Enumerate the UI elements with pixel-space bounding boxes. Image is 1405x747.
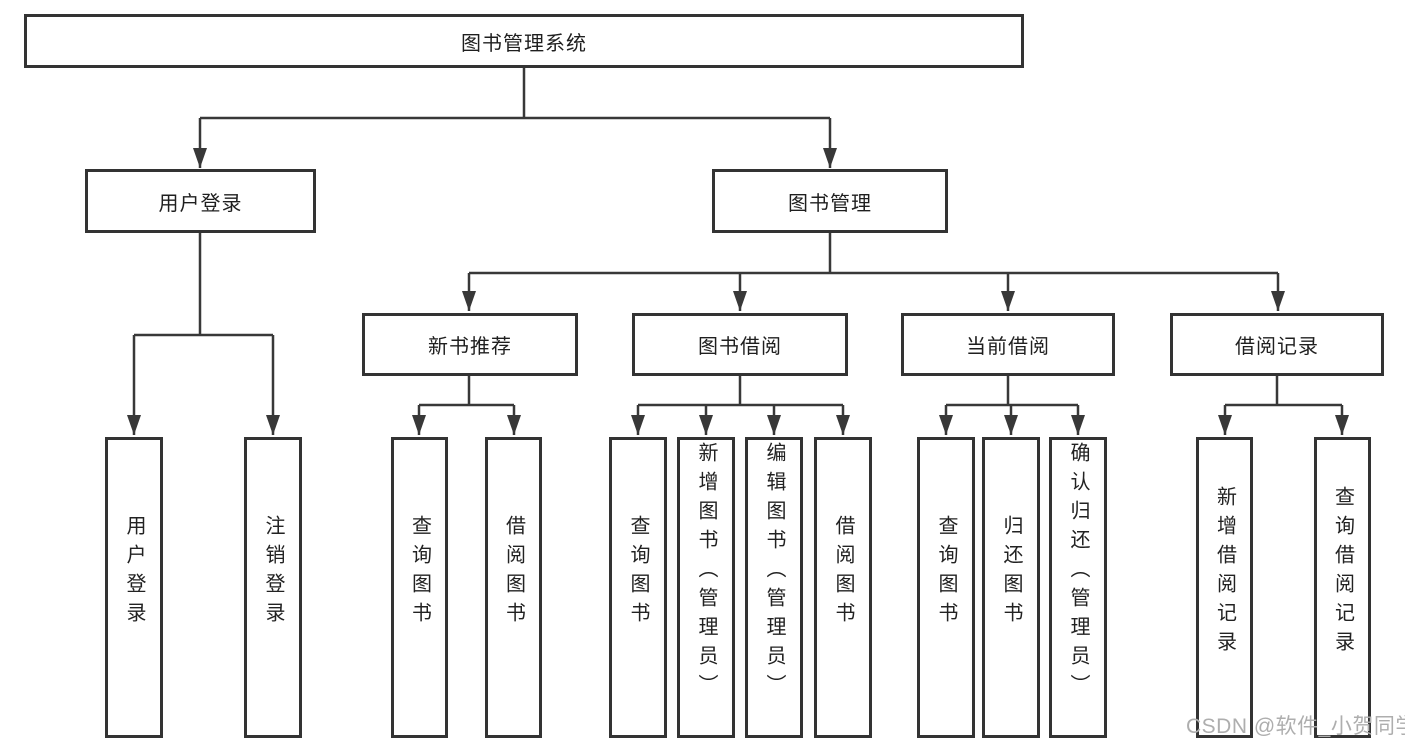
node-book-management: 图书管理 — [712, 169, 948, 233]
node-query-books-current: 查询图书 — [917, 437, 975, 738]
node-confirm-return-admin-label: 确认归还（管理员） — [1067, 442, 1089, 703]
node-add-borrow-record-label: 新增借阅记录 — [1213, 485, 1236, 660]
node-edit-books-admin-label: 编辑图书（管理员） — [763, 442, 785, 703]
node-user-login-leaf-label: 用户登录 — [123, 514, 145, 631]
node-query-borrow-record-label: 查询借阅记录 — [1331, 485, 1354, 660]
node-current-borrowing-label: 当前借阅 — [966, 336, 1050, 358]
csdn-watermark: CSDN @软件_小贺同学 — [1186, 715, 1405, 738]
node-book-borrowing-label: 图书借阅 — [698, 336, 782, 358]
node-borrow-books-recommend-label: 借阅图书 — [502, 514, 525, 631]
node-query-books-borrowing: 查询图书 — [609, 437, 667, 738]
node-borrow-records: 借阅记录 — [1170, 313, 1384, 376]
node-query-books-recommend: 查询图书 — [391, 437, 448, 738]
node-confirm-return-admin: 确认归还（管理员） — [1049, 437, 1107, 738]
node-query-books-recommend-label: 查询图书 — [408, 514, 431, 631]
node-user-login-leaf: 用户登录 — [105, 437, 163, 738]
node-borrow-records-label: 借阅记录 — [1235, 336, 1319, 358]
node-logout-leaf: 注销登录 — [244, 437, 302, 738]
node-logout-leaf-label: 注销登录 — [262, 514, 284, 631]
node-return-books: 归还图书 — [982, 437, 1040, 738]
node-new-book-recommend: 新书推荐 — [362, 313, 578, 376]
node-library-system-label: 图书管理系统 — [461, 32, 587, 55]
node-edit-books-admin: 编辑图书（管理员） — [745, 437, 803, 738]
node-book-management-label: 图书管理 — [788, 192, 872, 215]
node-borrow-books-recommend: 借阅图书 — [485, 437, 542, 738]
node-book-borrowing: 图书借阅 — [632, 313, 848, 376]
node-add-books-admin: 新增图书（管理员） — [677, 437, 735, 738]
node-borrow-books-leaf-label: 借阅图书 — [832, 514, 854, 631]
node-return-books-label: 归还图书 — [1000, 514, 1022, 631]
node-add-books-admin-label: 新增图书（管理员） — [695, 442, 717, 703]
node-query-books-borrowing-label: 查询图书 — [627, 514, 649, 631]
node-library-system: 图书管理系统 — [24, 14, 1024, 68]
node-current-borrowing: 当前借阅 — [901, 313, 1115, 376]
node-new-book-recommend-label: 新书推荐 — [428, 336, 512, 358]
node-add-borrow-record: 新增借阅记录 — [1196, 437, 1253, 738]
node-borrow-books-leaf: 借阅图书 — [814, 437, 872, 738]
node-user-login-label: 用户登录 — [158, 192, 243, 215]
node-query-borrow-record: 查询借阅记录 — [1314, 437, 1371, 738]
node-user-login: 用户登录 — [85, 169, 316, 233]
node-query-books-current-label: 查询图书 — [935, 514, 957, 631]
